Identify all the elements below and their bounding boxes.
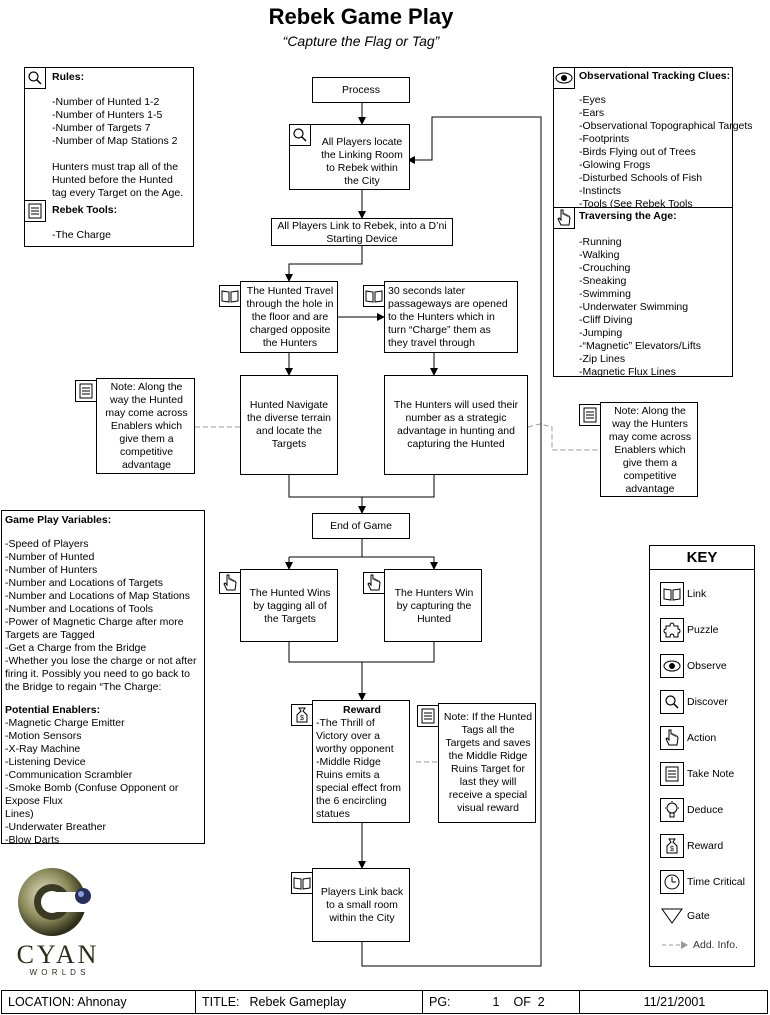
reward-box: $ Reward -The Thrill of Victory over a w… bbox=[291, 700, 410, 823]
page-title: Rebek Game Play bbox=[268, 4, 454, 29]
svg-text:$: $ bbox=[670, 846, 674, 853]
traverse-panel: Traversing the Age: -Running -Walking -C… bbox=[553, 207, 733, 378]
key-item-reward: $ Reward bbox=[660, 834, 723, 858]
key-item-gate: Gate bbox=[660, 904, 710, 928]
footer-title: TITLE: Rebek Gameplay bbox=[195, 991, 422, 1013]
note-icon bbox=[660, 762, 684, 786]
magnifier-icon bbox=[660, 690, 684, 714]
key-item-discover: Discover bbox=[660, 690, 728, 714]
hunters-enablers-note: Note: Along the way the Hunters may come… bbox=[579, 402, 698, 497]
clues-heading: Observational Tracking Clues: bbox=[579, 70, 731, 82]
hunters-strategy-box: The Hunters will used their number as a … bbox=[384, 375, 528, 475]
key-item-time-critical: Time Critical bbox=[660, 870, 745, 894]
book-link-icon bbox=[660, 582, 684, 606]
hunted-enablers-note: Note: Along the way the Hunted may come … bbox=[75, 378, 195, 474]
rules-heading: Rules: bbox=[52, 71, 85, 83]
hunted-navigate-box: Hunted Navigate the diverse terrain and … bbox=[240, 375, 338, 475]
cyan-logo-emblem bbox=[18, 868, 92, 936]
key-title: KEY bbox=[650, 546, 754, 570]
logo-wordmark: CYAN bbox=[16, 940, 100, 969]
pointing-hand-icon bbox=[219, 572, 241, 594]
variables-heading: Game Play Variables: bbox=[5, 514, 112, 526]
clues-panel: Observational Tracking Clues: -Eyes -Ear… bbox=[553, 67, 753, 210]
key-item-take-note: Take Note bbox=[660, 762, 734, 786]
footer-date: 11/21/2001 bbox=[579, 991, 769, 1013]
eye-icon bbox=[660, 654, 684, 678]
footer-bar: LOCATION: Ahnonay TITLE: Rebek Gameplay … bbox=[1, 990, 768, 1014]
process-box: Process bbox=[312, 77, 410, 103]
key-item-puzzle: Puzzle bbox=[660, 618, 719, 642]
reward-note: Note: If the Hunted Tags all the Targets… bbox=[417, 703, 536, 823]
link-to-rebek-box: All Players Link to Rebek, into a D’ni S… bbox=[271, 218, 453, 246]
clues-list: -Eyes -Ears -Observational Topographical… bbox=[579, 94, 753, 210]
hunted-travel-box: The Hunted Travel through the hole in th… bbox=[219, 281, 338, 353]
lightbulb-icon bbox=[660, 798, 684, 822]
key-item-add-info: Add. Info. bbox=[660, 933, 738, 957]
note-icon bbox=[417, 705, 439, 727]
key-item-action: Action bbox=[660, 726, 716, 750]
key-item-link: Link bbox=[660, 582, 706, 606]
end-of-game-box: End of Game bbox=[312, 513, 410, 539]
magnifier-icon bbox=[24, 67, 46, 89]
book-link-icon bbox=[219, 285, 241, 307]
svg-text:$: $ bbox=[300, 715, 304, 722]
locate-linking-room-box: All Players locate the Linking Room to R… bbox=[289, 124, 410, 190]
clock-icon bbox=[660, 870, 684, 894]
reward-heading: Reward bbox=[343, 704, 381, 716]
page-subtitle: “Capture the Flag or Tag” bbox=[282, 33, 440, 49]
enablers-heading: Potential Enablers: bbox=[5, 704, 101, 716]
book-link-icon bbox=[363, 285, 385, 307]
rebek-tools-heading: Rebek Tools: bbox=[52, 204, 118, 216]
key-item-deduce: Deduce bbox=[660, 798, 723, 822]
money-bag-icon: $ bbox=[291, 704, 313, 726]
variables-panel: Game Play Variables: -Speed of Players -… bbox=[1, 510, 205, 846]
key-legend: KEY Link Puzzle Observe Discover Action … bbox=[649, 545, 755, 967]
logo-subtitle: W O R L D S bbox=[29, 968, 87, 977]
dashed-arrow-icon bbox=[660, 933, 690, 957]
footer-page: PG: 1 OF 2 bbox=[422, 991, 579, 1013]
hunted-wins-box: The Hunted Wins by tagging all of the Ta… bbox=[219, 569, 338, 642]
money-bag-icon: $ bbox=[660, 834, 684, 858]
book-link-icon bbox=[291, 872, 313, 894]
rules-panel: Rules: -Number of Hunted 1-2 -Number of … bbox=[24, 67, 194, 247]
traverse-list: -Running -Walking -Crouching -Sneaking -… bbox=[579, 236, 701, 378]
rules-list: -Number of Hunted 1-2 -Number of Hunters… bbox=[52, 96, 184, 199]
hunters-win-box: The Hunters Win by capturing the Hunted bbox=[363, 569, 482, 642]
note-icon bbox=[24, 200, 46, 222]
rebek-tools-item: -The Charge bbox=[52, 229, 111, 241]
link-back-box: Players Link back to a small room within… bbox=[291, 868, 410, 942]
traverse-heading: Traversing the Age: bbox=[579, 210, 677, 222]
cyan-worlds-logo: CYAN W O R L D S bbox=[10, 862, 110, 978]
note-icon bbox=[75, 380, 97, 402]
pointing-hand-icon bbox=[553, 207, 575, 229]
key-item-observe: Observe bbox=[660, 654, 727, 678]
gate-triangle-icon bbox=[660, 904, 684, 928]
magnifier-icon bbox=[289, 124, 311, 146]
footer-location: LOCATION: Ahnonay bbox=[8, 995, 127, 1009]
note-icon bbox=[579, 404, 601, 426]
pointing-hand-icon bbox=[363, 572, 385, 594]
passageways-box: 30 seconds later passageways are opened … bbox=[363, 281, 518, 353]
puzzle-icon bbox=[660, 618, 684, 642]
eye-icon bbox=[553, 67, 575, 89]
pointing-hand-icon bbox=[660, 726, 684, 750]
